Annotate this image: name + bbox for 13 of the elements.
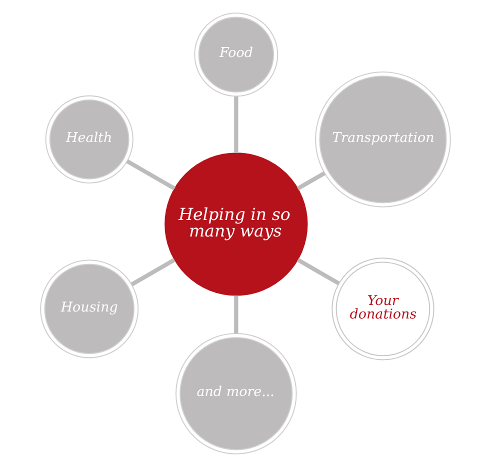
node-circle: Health bbox=[44, 94, 133, 183]
connector bbox=[234, 96, 238, 153]
node-circle: Food bbox=[194, 12, 278, 96]
node-circle: Helping in so many ways bbox=[164, 152, 308, 296]
connector bbox=[296, 170, 326, 190]
connector bbox=[234, 295, 238, 333]
node-circle: Housing bbox=[40, 259, 138, 358]
connector bbox=[130, 258, 175, 286]
connector bbox=[296, 257, 340, 285]
node-circle: and more... bbox=[174, 332, 296, 454]
node-circle: Transportation bbox=[314, 70, 450, 207]
connector bbox=[126, 158, 176, 190]
node-circle: Your donations bbox=[331, 257, 434, 360]
